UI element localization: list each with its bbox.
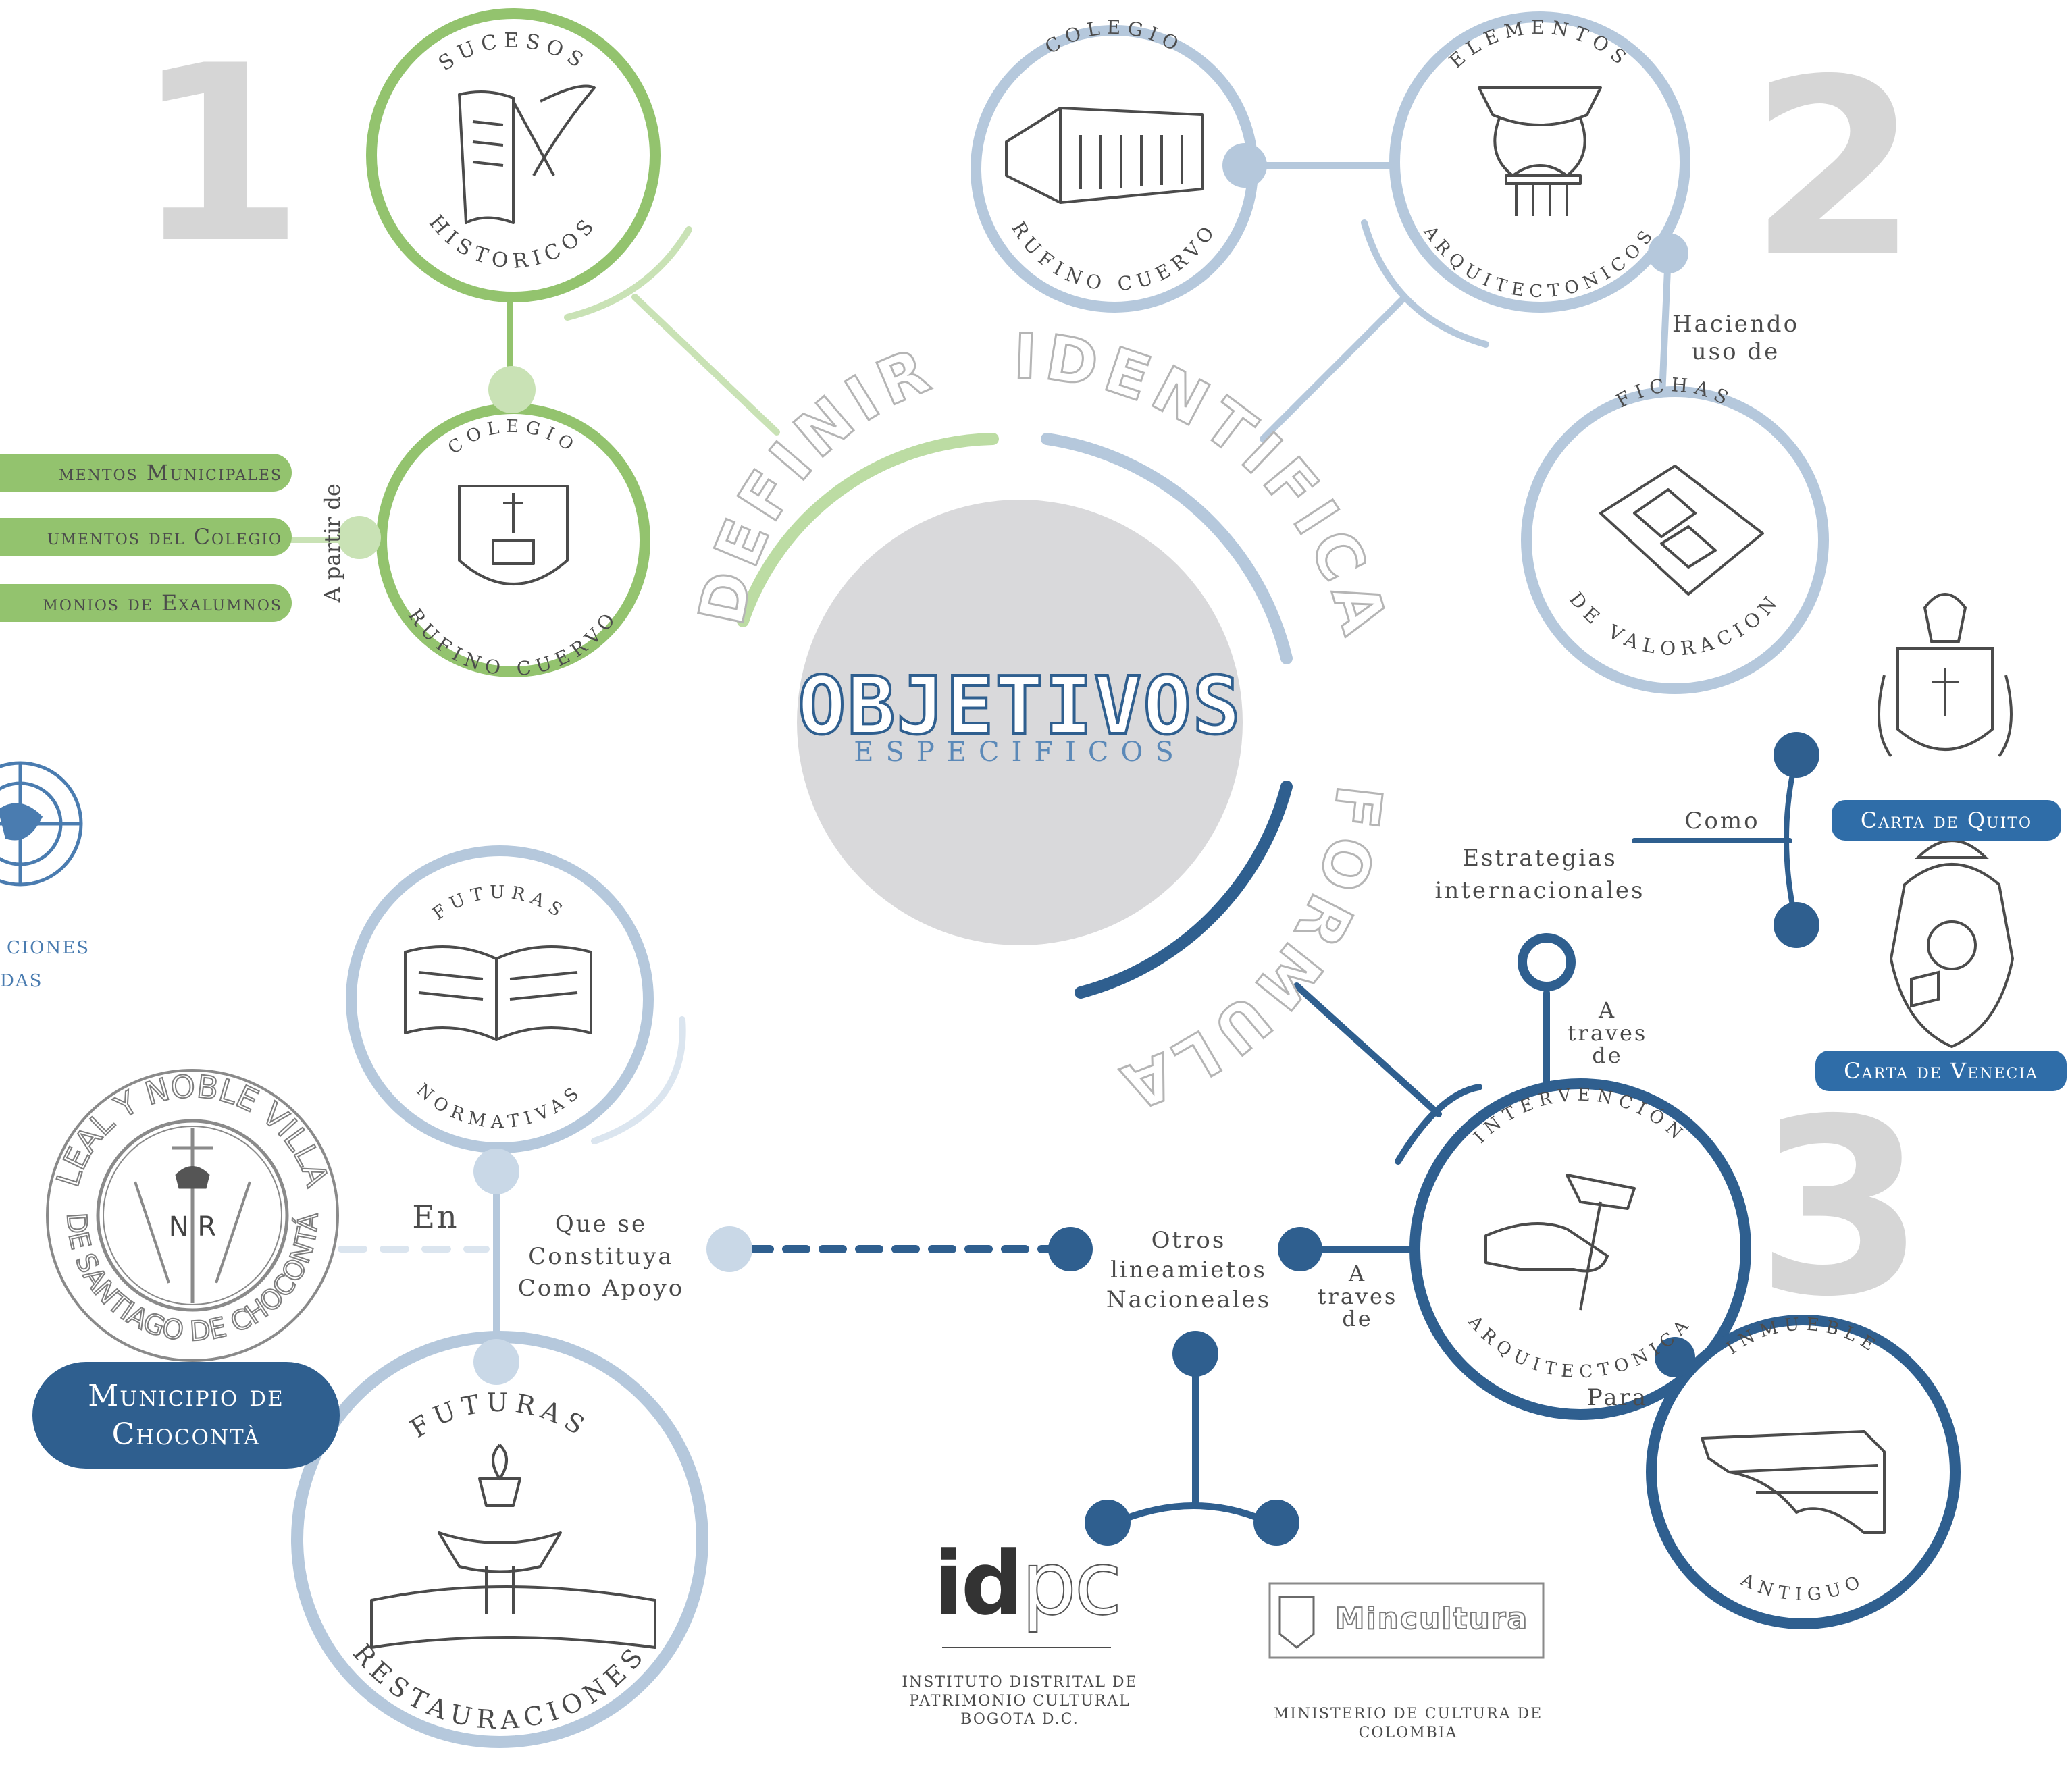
label-estrategias-1: Estrategias	[1462, 845, 1618, 872]
que-1: Que se	[554, 1211, 648, 1238]
otros-2: lineamietos	[1110, 1257, 1267, 1284]
idpc-logo-id: id	[933, 1532, 1024, 1635]
label-estrategias: Estrategias internacionales	[1425, 843, 1655, 907]
central-circle	[797, 500, 1243, 945]
center-title: OBJETIVOS	[796, 658, 1242, 754]
inmueble-ring	[1646, 1315, 1961, 1629]
naciones-2: DAS	[0, 971, 43, 992]
intervencion-ring	[1409, 1078, 1751, 1420]
united-nations-logo	[0, 761, 83, 887]
pill-carta-venecia: Carta de Venecia	[1815, 1051, 2067, 1091]
label-haciendo-2: uso de	[1691, 338, 1780, 365]
number-one: 1	[135, 14, 305, 296]
a-traves-top-1: A	[1598, 997, 1617, 1023]
a-traves-top-3: de	[1592, 1043, 1623, 1069]
label-a-traves-mid: A traves de	[1303, 1261, 1412, 1332]
connector-lines	[288, 162, 1799, 1529]
colegio-blue-ring	[971, 25, 1258, 313]
label-otros-lineamientos: Otros lineamietos Nacioneales	[1087, 1226, 1290, 1315]
fountain-icon	[370, 1444, 656, 1649]
corinthian-capital-icon	[1478, 86, 1602, 216]
carta-venecia-crest	[1889, 839, 2015, 1049]
carta-quito-crest	[1878, 593, 2013, 758]
que-2: Constituya	[528, 1242, 674, 1270]
label-a-partir-de: A partir de	[319, 483, 345, 603]
mincultura-box	[1268, 1582, 1545, 1659]
label-como: Como	[1684, 808, 1760, 835]
idpc-caption: INSTITUTO DISTRITAL DE PATRIMONIO CULTUR…	[878, 1673, 1162, 1729]
idpc-cap-1: INSTITUTO DISTRITAL DE	[902, 1674, 1138, 1691]
mincultura-cap-2: COLOMBIA	[1358, 1724, 1458, 1741]
label-que-se-constituya: Que se Constituya Como Apoyo	[500, 1209, 702, 1305]
a-traves-mid-1: A	[1348, 1261, 1367, 1286]
otros-1: Otros	[1151, 1227, 1226, 1254]
a-traves-mid-2: traves	[1317, 1283, 1398, 1309]
cornice-molding-icon	[1701, 1430, 1886, 1534]
pill-documentos-colegio: umentos del Colegio	[0, 518, 292, 556]
hand-hammer-icon	[1484, 1174, 1636, 1311]
municipio-line-2: Chocontà	[111, 1417, 261, 1452]
mincultura-cap-1: MINISTERIO DE CULTURA DE	[1273, 1706, 1543, 1722]
center-subtitle: ESPECIFICOS	[854, 737, 1186, 768]
seal-letters: N R	[169, 1211, 216, 1242]
formular-arc	[1075, 781, 1293, 999]
pill-carta-quito: Carta de Quito	[1832, 800, 2061, 841]
pill-documentos-municipales: mentos Municipales	[0, 454, 292, 492]
naciones-1: CIONES	[7, 938, 90, 958]
pill-municipio-choconta: Municipio de Chocontà	[32, 1362, 340, 1469]
elementos-ring	[1389, 11, 1690, 313]
valuation-form-icon	[1599, 465, 1764, 596]
scroll-quill-icon	[458, 84, 596, 224]
label-para: Para	[1586, 1384, 1649, 1411]
a-traves-top-2: traves	[1567, 1020, 1648, 1046]
mincultura-caption: MINISTERIO DE CULTURA DE COLOMBIA	[1263, 1705, 1553, 1742]
number-two: 2	[1749, 27, 1919, 310]
school-building-icon	[1005, 107, 1204, 204]
idpc-cap-3: BOGOTA D.C.	[960, 1711, 1079, 1728]
connector-dots	[338, 143, 1819, 1546]
a-traves-mid-3: de	[1342, 1306, 1373, 1332]
otros-3: Nacioneales	[1106, 1286, 1272, 1314]
definir-arc	[737, 433, 999, 627]
node-rings	[291, 8, 1961, 1748]
municipio-line-1: Municipio de	[88, 1378, 284, 1413]
label-estrategias-2: internacionales	[1434, 876, 1645, 904]
colombia-shield-icon	[1278, 1596, 1315, 1649]
label-haciendo: Haciendo uso de	[1668, 311, 1803, 366]
fichas-ring	[1521, 386, 1829, 694]
mincultura-wordmark: Mincultura	[1335, 1601, 1529, 1637]
label-a-traves-top: A traves de	[1553, 999, 1661, 1068]
label-en: En	[412, 1198, 459, 1235]
idpc-logo: idpc	[932, 1539, 1123, 1628]
number-three: 3	[1756, 1067, 1925, 1350]
idpc-logo-pc: pc	[1020, 1532, 1123, 1635]
normativas-ring	[346, 845, 654, 1153]
school-crest-icon	[458, 485, 569, 585]
identificar-arc	[1041, 433, 1293, 664]
pill-testimonios: monios de Exalumnos	[0, 584, 292, 622]
idpc-cap-2: PATRIMONIO CULTURAL	[909, 1692, 1131, 1710]
que-3: Como Apoyo	[517, 1275, 685, 1302]
open-book-icon	[404, 945, 592, 1041]
choconta-seal	[46, 1069, 339, 1362]
label-haciendo-1: Haciendo	[1672, 311, 1800, 338]
label-naciones-unidas: CIONES DAS	[0, 932, 88, 999]
